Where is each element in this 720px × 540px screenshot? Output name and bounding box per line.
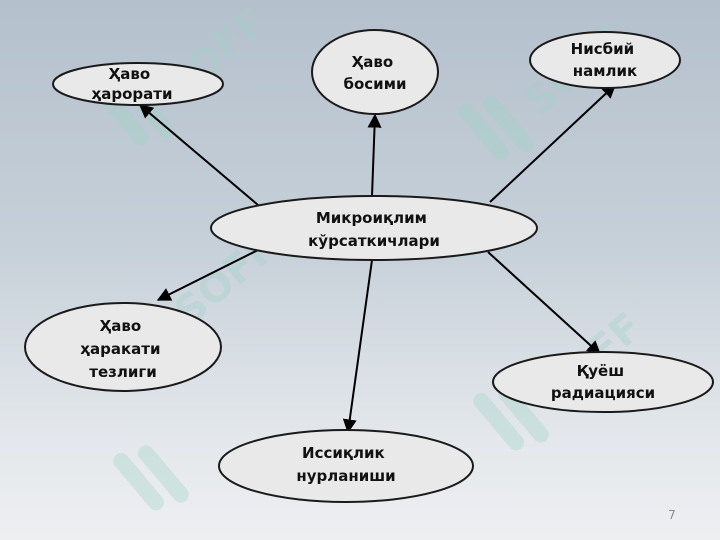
node-havo-harorati: Ҳаво ҳарорати xyxy=(52,62,224,106)
node-label: Ҳаво ҳарорати xyxy=(92,65,173,103)
node-quyosh-radiatsiyasi: Қуёш радиацияси xyxy=(492,351,714,413)
node-label: Ҳаво босими xyxy=(344,53,407,93)
arrow-to-quyosh-radiatsiyasi xyxy=(487,251,602,355)
node-nisbiy-namlik: Нисбий намлик xyxy=(529,31,681,89)
node-label: Қуёш радиацияси xyxy=(551,362,655,402)
arrow-to-nisbiy-namlik xyxy=(489,84,617,203)
arrow-to-issiqlik-nurlanishi xyxy=(342,259,373,434)
arrow-to-havo-harorati xyxy=(138,104,259,206)
node-center-mikroiqlim: Микроиқлим кўрсаткичлари xyxy=(210,195,538,261)
connector-arrows xyxy=(138,84,617,434)
watermark-logo xyxy=(113,445,189,511)
node-havo-harakati-tezligi: Ҳаво ҳаракати тезлиги xyxy=(24,302,222,392)
arrow-to-havo-harakati-tezligi xyxy=(156,249,259,301)
arrow-to-havo-bosimi xyxy=(367,113,382,197)
page-number: 7 xyxy=(668,508,676,522)
diagram-nodes: Ҳаво ҳарорати Ҳаво босими Нисбий намлик … xyxy=(24,29,714,503)
center-label: Микроиқлим кўрсаткичлари xyxy=(308,209,440,250)
node-havo-bosimi: Ҳаво босими xyxy=(311,29,439,115)
node-label: Ҳаво ҳаракати тезлиги xyxy=(80,317,165,381)
node-label: Иссиқлик нурланиши xyxy=(296,444,395,485)
node-issiqlik-nurlanishi: Иссиқлик нурланиши xyxy=(218,429,474,503)
node-label: Нисбий намлик xyxy=(571,40,640,80)
